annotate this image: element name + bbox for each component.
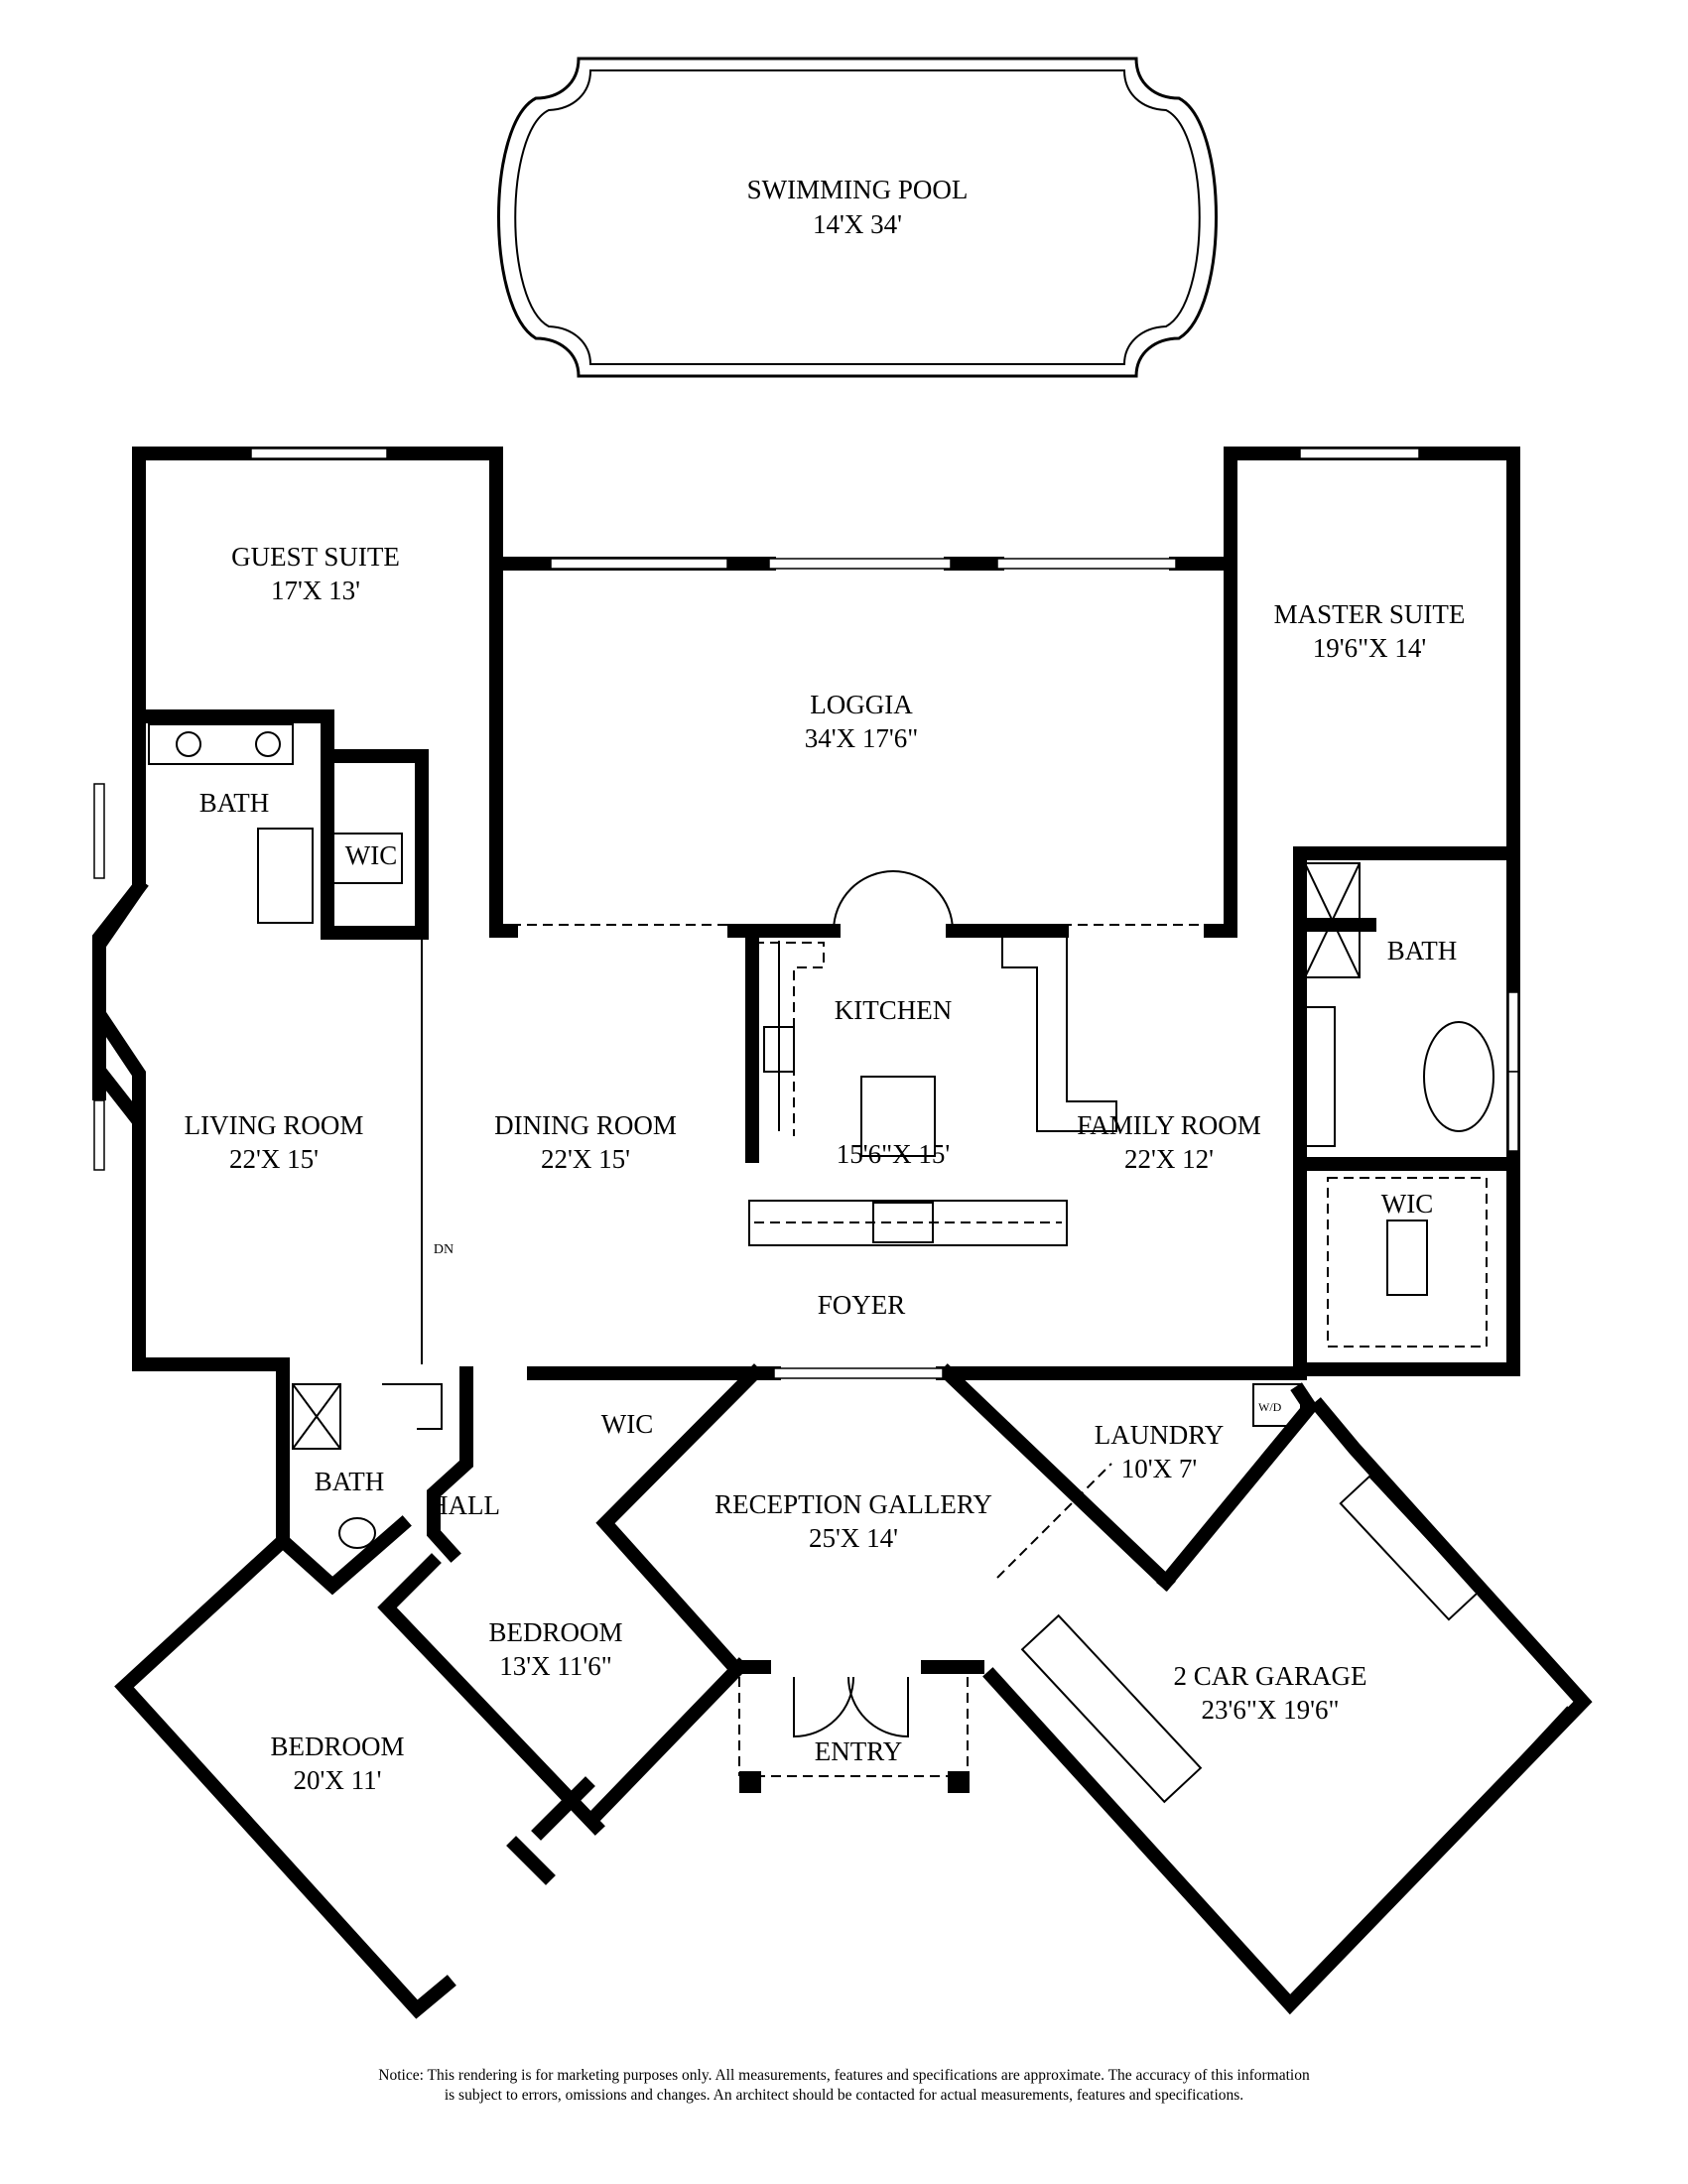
gallery-wic-name: WIC [601, 1409, 653, 1439]
living-room-dims: 22'X 15' [229, 1144, 319, 1174]
swimming-pool [497, 57, 1218, 378]
kitchen-dims: 15'6"X 15' [837, 1139, 951, 1169]
guest-suite-dims: 17'X 13' [271, 576, 360, 605]
living-room-name: LIVING ROOM [185, 1110, 364, 1140]
stair-label: DN [434, 1242, 454, 1257]
guest-wic-name: WIC [345, 840, 397, 870]
bedroom-small-dims: 13'X 11'6" [499, 1651, 612, 1681]
garage-name: 2 CAR GARAGE [1173, 1661, 1366, 1691]
kitchen-fixtures [745, 870, 1117, 1246]
pool-dims: 14'X 34' [813, 209, 902, 239]
guest-suite-name: GUEST SUITE [231, 542, 400, 572]
hall-name: HALL [429, 1490, 500, 1520]
loggia-dims: 34'X 17'6" [805, 723, 919, 753]
bedroom-large-dims: 20'X 11' [294, 1765, 382, 1795]
notice-line-2: is subject to errors, omissions and chan… [444, 2087, 1244, 2104]
bedroom-large-name: BEDROOM [270, 1732, 404, 1761]
guest-bath-name: BATH [199, 788, 270, 818]
reception-gallery-dims: 25'X 14' [809, 1523, 898, 1553]
disclaimer-notice: Notice: This rendering is for marketing … [179, 2066, 1509, 2106]
master-bath-fixtures [1304, 862, 1494, 1348]
bedroom-small-name: BEDROOM [488, 1617, 622, 1647]
hall-bath-name: BATH [315, 1467, 385, 1496]
master-suite-dims: 19'6"X 14' [1313, 633, 1427, 663]
openings [421, 924, 1211, 1777]
reception-gallery-name: RECEPTION GALLERY [714, 1489, 992, 1519]
notice-line-1: Notice: This rendering is for marketing … [378, 2067, 1310, 2084]
foyer-name: FOYER [818, 1290, 906, 1320]
dining-room-name: DINING ROOM [494, 1110, 677, 1140]
loggia-name: LOGGIA [810, 690, 913, 719]
kitchen-name: KITCHEN [835, 995, 952, 1025]
guest-bath-fixtures [148, 723, 403, 924]
master-bath-name: BATH [1387, 936, 1458, 965]
master-wic-name: WIC [1381, 1189, 1433, 1219]
windows [93, 448, 1519, 1379]
exterior-walls [92, 447, 1593, 2019]
laundry-dims: 10'X 7' [1121, 1454, 1197, 1483]
master-suite-name: MASTER SUITE [1274, 599, 1466, 629]
laundry-name: LAUNDRY [1095, 1420, 1225, 1450]
entry-name: ENTRY [815, 1736, 903, 1766]
family-room-name: FAMILY ROOM [1077, 1110, 1261, 1140]
washer-dryer-label: W/D [1258, 1400, 1282, 1414]
room-labels: SWIMMING POOL 14'X 34' GUEST SUITE 17'X … [185, 175, 1466, 1795]
garage-dims: 23'6"X 19'6" [1201, 1695, 1339, 1725]
family-room-dims: 22'X 12' [1124, 1144, 1214, 1174]
pool-name: SWIMMING POOL [747, 175, 969, 204]
misc-fixtures [292, 1383, 1569, 1986]
dining-room-dims: 22'X 15' [541, 1144, 630, 1174]
